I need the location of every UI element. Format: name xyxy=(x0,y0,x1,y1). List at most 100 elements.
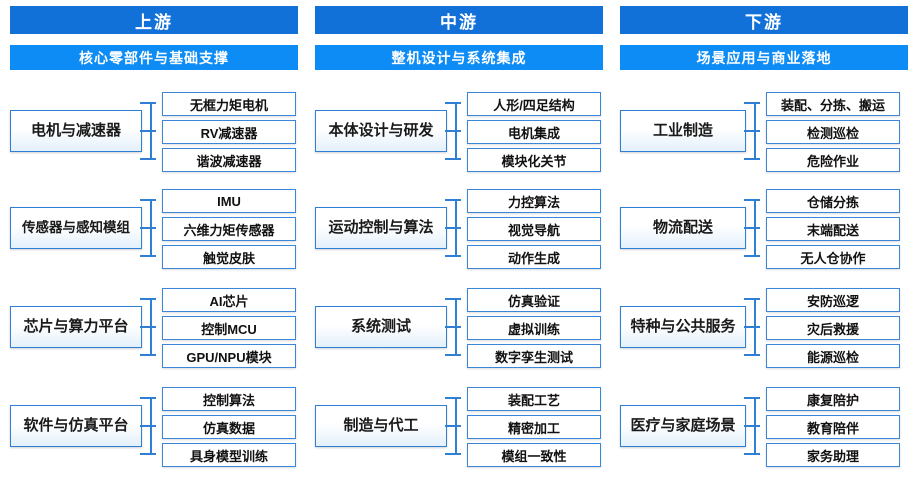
item-cell[interactable]: 教育陪伴 xyxy=(766,415,900,439)
group-row: 软件与仿真平台 控制算法 仿真数据 具身模型训练 xyxy=(4,383,300,469)
category-cell[interactable]: 软件与仿真平台 xyxy=(10,405,142,447)
connector-stub xyxy=(140,255,156,257)
item-group: 力控算法 视觉导航 动作生成 xyxy=(461,185,601,271)
item-cell[interactable]: IMU xyxy=(162,189,296,213)
item-cell[interactable]: 灾后救援 xyxy=(766,316,900,340)
item-cell[interactable]: 危险作业 xyxy=(766,148,900,172)
group-row: 芯片与算力平台 AI芯片 控制MCU GPU/NPU模块 xyxy=(4,284,300,370)
item-cell[interactable]: 无人仓协作 xyxy=(766,245,900,269)
category-cell[interactable]: 电机与减速器 xyxy=(10,110,142,152)
category-cell[interactable]: 特种与公共服务 xyxy=(620,306,746,348)
item-cell[interactable]: 精密加工 xyxy=(467,415,601,439)
item-cell[interactable]: 模块化关节 xyxy=(467,148,601,172)
group-row: 特种与公共服务 安防巡逻 灾后救援 能源巡检 xyxy=(614,284,910,370)
item-cell[interactable]: 安防巡逻 xyxy=(766,288,900,312)
column-upstream: 上游 核心零部件与基础支撑 电机与减速器 无框力矩电机 RV减速器 谐波减速器 … xyxy=(4,0,300,488)
item-group: 仿真验证 虚拟训练 数字孪生测试 xyxy=(461,284,601,370)
item-cell[interactable]: 模组一致性 xyxy=(467,443,601,467)
connector-stub xyxy=(445,453,461,455)
item-cell[interactable]: 康复陪护 xyxy=(766,387,900,411)
connector-stub xyxy=(140,397,156,399)
item-group: 仓储分拣 末端配送 无人仓协作 xyxy=(760,185,900,271)
item-cell[interactable]: 人形/四足结构 xyxy=(467,92,601,116)
item-cell[interactable]: 仿真验证 xyxy=(467,288,601,312)
connector-stub xyxy=(744,102,760,104)
item-cell[interactable]: 具身模型训练 xyxy=(162,443,296,467)
connector-stub xyxy=(744,255,760,257)
item-cell[interactable]: 视觉导航 xyxy=(467,217,601,241)
item-cell[interactable]: 六维力矩传感器 xyxy=(162,217,296,241)
category-cell[interactable]: 系统测试 xyxy=(315,306,447,348)
group-row: 运动控制与算法 力控算法 视觉导航 动作生成 xyxy=(309,185,605,271)
item-cell[interactable]: 控制算法 xyxy=(162,387,296,411)
connector-stub xyxy=(445,130,461,132)
item-cell[interactable]: 力控算法 xyxy=(467,189,601,213)
column-subheader-downstream: 场景应用与商业落地 xyxy=(620,45,908,70)
connector-stub xyxy=(140,354,156,356)
item-cell[interactable]: 仿真数据 xyxy=(162,415,296,439)
column-header-downstream: 下游 xyxy=(620,6,908,34)
item-cell[interactable]: 谐波减速器 xyxy=(162,148,296,172)
item-cell[interactable]: 控制MCU xyxy=(162,316,296,340)
item-cell[interactable]: 仓储分拣 xyxy=(766,189,900,213)
group-row: 传感器与感知模组 IMU 六维力矩传感器 触觉皮肤 xyxy=(4,185,300,271)
item-cell[interactable]: 能源巡检 xyxy=(766,344,900,368)
item-cell[interactable]: 家务助理 xyxy=(766,443,900,467)
group-row: 物流配送 仓储分拣 末端配送 无人仓协作 xyxy=(614,185,910,271)
column-downstream: 下游 场景应用与商业落地 工业制造 装配、分拣、搬运 检测巡检 危险作业 物流配… xyxy=(614,0,910,488)
connector-stub xyxy=(445,397,461,399)
item-cell[interactable]: 装配工艺 xyxy=(467,387,601,411)
item-cell[interactable]: 动作生成 xyxy=(467,245,601,269)
connector-stub xyxy=(744,199,760,201)
connector-stub xyxy=(140,326,156,328)
category-cell[interactable]: 芯片与算力平台 xyxy=(10,306,142,348)
item-cell[interactable]: GPU/NPU模块 xyxy=(162,344,296,368)
category-cell[interactable]: 医疗与家庭场景 xyxy=(620,405,746,447)
category-cell[interactable]: 物流配送 xyxy=(620,207,746,249)
connector-stub xyxy=(445,298,461,300)
connector-stub xyxy=(744,354,760,356)
item-group: 装配工艺 精密加工 模组一致性 xyxy=(461,383,601,469)
item-cell[interactable]: 虚拟训练 xyxy=(467,316,601,340)
item-cell[interactable]: 末端配送 xyxy=(766,217,900,241)
connector-stub xyxy=(744,425,760,427)
connector-stub xyxy=(744,397,760,399)
connector-stub xyxy=(445,425,461,427)
item-cell[interactable]: 装配、分拣、搬运 xyxy=(766,92,900,116)
connector-stub xyxy=(140,102,156,104)
category-cell[interactable]: 传感器与感知模组 xyxy=(10,207,142,249)
item-cell[interactable]: 无框力矩电机 xyxy=(162,92,296,116)
item-cell[interactable]: 电机集成 xyxy=(467,120,601,144)
column-header-midstream: 中游 xyxy=(315,6,603,34)
category-cell[interactable]: 工业制造 xyxy=(620,110,746,152)
item-group: IMU 六维力矩传感器 触觉皮肤 xyxy=(156,185,296,271)
connector-stub xyxy=(744,298,760,300)
connector-stub xyxy=(140,158,156,160)
category-cell[interactable]: 运动控制与算法 xyxy=(315,207,447,249)
connector-stub xyxy=(445,326,461,328)
connector-stub xyxy=(445,255,461,257)
item-cell[interactable]: 触觉皮肤 xyxy=(162,245,296,269)
connector-stub xyxy=(744,453,760,455)
connector-stub xyxy=(744,326,760,328)
group-row: 本体设计与研发 人形/四足结构 电机集成 模块化关节 xyxy=(309,88,605,174)
item-group: 控制算法 仿真数据 具身模型训练 xyxy=(156,383,296,469)
connector-stub xyxy=(445,158,461,160)
item-group: 无框力矩电机 RV减速器 谐波减速器 xyxy=(156,88,296,174)
connector-stub xyxy=(140,298,156,300)
connector-stub xyxy=(445,102,461,104)
connector-stub xyxy=(445,354,461,356)
connector-stub xyxy=(744,158,760,160)
connector-stub xyxy=(140,227,156,229)
connector-stub xyxy=(744,227,760,229)
item-cell[interactable]: 检测巡检 xyxy=(766,120,900,144)
item-cell[interactable]: AI芯片 xyxy=(162,288,296,312)
category-cell[interactable]: 本体设计与研发 xyxy=(315,110,447,152)
category-cell[interactable]: 制造与代工 xyxy=(315,405,447,447)
group-row: 工业制造 装配、分拣、搬运 检测巡检 危险作业 xyxy=(614,88,910,174)
connector-stub xyxy=(744,130,760,132)
column-subheader-upstream: 核心零部件与基础支撑 xyxy=(10,45,298,70)
item-cell[interactable]: RV减速器 xyxy=(162,120,296,144)
item-cell[interactable]: 数字孪生测试 xyxy=(467,344,601,368)
